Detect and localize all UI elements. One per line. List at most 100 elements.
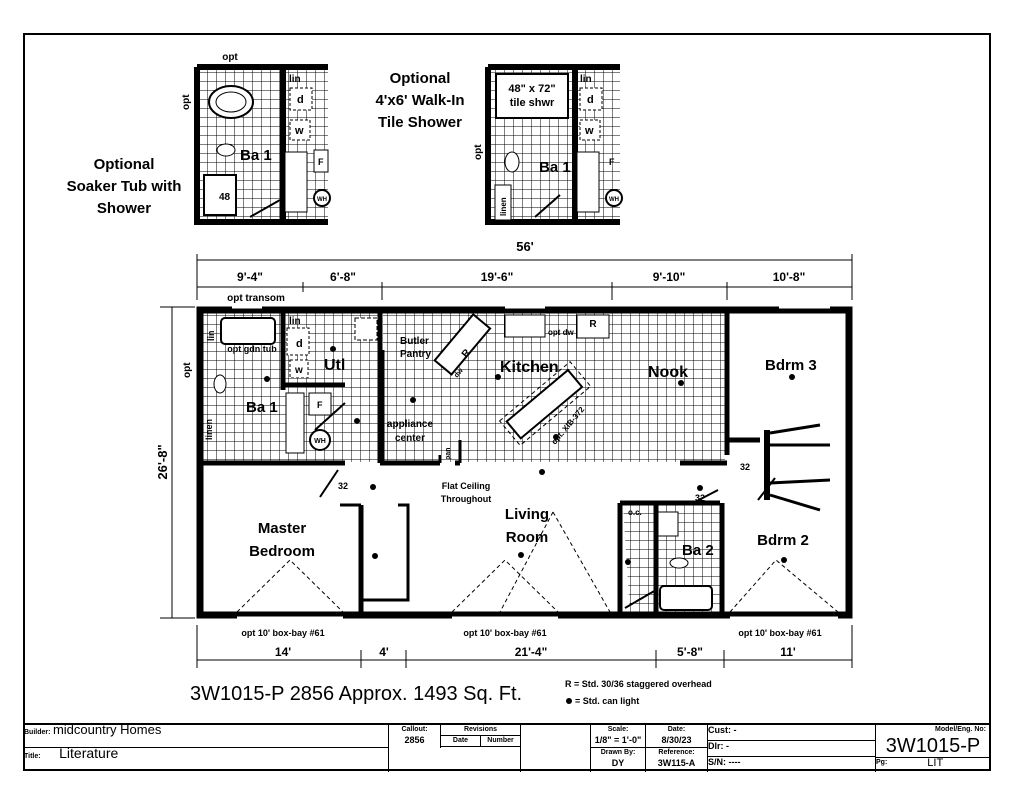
- inset1-lin: lin: [289, 74, 301, 85]
- inset2-bath-label: Ba 1: [539, 159, 571, 176]
- box-bay-bdrm2: opt 10' box-bay #61: [738, 628, 821, 638]
- builder-cell: Builder: midcountry Homes: [24, 723, 389, 748]
- inset2-dryer: d: [587, 94, 594, 106]
- inset-walkin-shower: 48" x 72" tile shwr opt Ba 1 linen lin d…: [375, 64, 623, 225]
- revisions-label: Revisions: [441, 725, 520, 736]
- reference-cell: Reference: 3W115-A: [646, 748, 708, 772]
- inset2-linen: linen: [499, 197, 508, 216]
- sheet-border: [23, 33, 991, 771]
- room-bath2: Ba 2: [682, 542, 714, 559]
- appliance-center-line2: center: [395, 433, 425, 444]
- revisions-blank: [521, 725, 591, 772]
- inset-soaker-tub: opt opt Ba 1 48 lin d w F WH Optional So…: [67, 52, 331, 225]
- model-cell: Model/Eng. No: 3W1015-P Pg:LIT: [876, 725, 990, 772]
- appliance-center-line1: appliance: [387, 419, 434, 430]
- wc-label: o.c.: [628, 508, 642, 517]
- inset1-water-heater: WH: [317, 197, 327, 203]
- linen-label: linen: [204, 419, 214, 440]
- door-width-hall: 32: [338, 481, 348, 491]
- room-bedroom2: Bdrm 2: [757, 532, 809, 549]
- title-block: Builder: midcountry Homes Title: Literat…: [24, 723, 990, 772]
- pantry-label: pan: [445, 448, 452, 460]
- callout-cell: Callout: 2856: [389, 725, 441, 748]
- dealer-value: Dlr: -: [708, 741, 875, 757]
- scale-cell: Scale: 1/8" = 1'-0": [591, 725, 646, 748]
- inset1-furnace: F: [318, 157, 324, 167]
- inset2-title-line1: Optional: [390, 70, 451, 87]
- dim-bottom-1: 14': [275, 645, 291, 659]
- dim-bottom-3: 21'-4": [515, 645, 548, 659]
- opt-dw-label: opt dw: [548, 328, 575, 337]
- inset1-opt-top: opt: [222, 52, 238, 63]
- dim-bottom-2: 4': [379, 645, 389, 659]
- customer-cell: Cust: - Dlr: - S/N: ----: [708, 725, 876, 772]
- refrigerator-label: R: [589, 319, 597, 330]
- dim-top-1: 9'-4": [237, 270, 263, 284]
- reference-value: 3W115-A: [657, 758, 696, 768]
- date-value: 8/30/23: [661, 735, 692, 745]
- ceiling-line1: Flat Ceiling: [442, 481, 491, 491]
- opt-transom-label: opt transom: [227, 293, 285, 304]
- main-floor-plan: opt transom opt gdn tub lin linen opt li…: [182, 293, 853, 638]
- room-kitchen: Kitchen: [500, 359, 559, 376]
- inset2-shower-label: tile shwr: [510, 97, 555, 109]
- date-cell: Date: 8/30/23: [646, 725, 708, 748]
- utl-lin-label: lin: [289, 316, 301, 327]
- page-value: LIT: [927, 757, 944, 769]
- room-utility: Utl: [324, 357, 345, 374]
- inset1-title-line2: Soaker Tub with: [67, 178, 182, 195]
- lin-label: lin: [206, 331, 216, 342]
- dim-bottom-4: 5'-8": [677, 645, 703, 659]
- drawn-by-value: DY: [611, 758, 625, 768]
- dimension-lines: [160, 254, 853, 668]
- inset1-washer: w: [294, 125, 304, 137]
- page-label: Pg:: [876, 759, 888, 766]
- model-title: 3W1015-P 2856 Approx. 1493 Sq. Ft.: [190, 683, 522, 705]
- butler-pantry-line2: Pantry: [400, 349, 432, 360]
- title-label: Title:: [24, 753, 41, 760]
- ceiling-line2: Throughout: [441, 494, 491, 504]
- water-heater-label: WH: [314, 438, 326, 445]
- date-label: Date:: [667, 726, 686, 733]
- inset2-shower-size: 48" x 72": [508, 83, 555, 95]
- inset2-furnace: F: [609, 157, 615, 167]
- washer-label: w: [294, 365, 303, 376]
- title-cell: Title: Literature: [24, 745, 389, 772]
- room-master-line1: Master: [258, 520, 307, 537]
- box-bay-master: opt 10' box-bay #61: [241, 628, 324, 638]
- inset1-bath-label: Ba 1: [240, 147, 272, 164]
- dim-top-3: 19'-6": [481, 270, 514, 284]
- scale-value: 1/8" = 1'-0": [594, 735, 642, 745]
- legend-can-light: = Std. can light: [575, 696, 639, 706]
- inset1-dryer: d: [297, 94, 304, 106]
- dim-top-5: 10'-8": [773, 270, 806, 284]
- can-light-icon: [566, 698, 572, 704]
- dim-top-2: 6'-8": [330, 270, 356, 284]
- callout-value: 2856: [404, 735, 425, 745]
- inset2-title-line2: 4'x6' Walk-In: [375, 92, 464, 109]
- inset2-title-line3: Tile Shower: [378, 114, 462, 131]
- inset2-water-heater: WH: [609, 197, 619, 203]
- room-bedroom3: Bdrm 3: [765, 357, 817, 374]
- box-bay-living: opt 10' box-bay #61: [463, 628, 546, 638]
- door-width-ba2: 32: [695, 493, 705, 503]
- reference-label: Reference:: [658, 749, 695, 756]
- inset1-shower-size: 48: [219, 192, 231, 203]
- revisions-number-col: Number: [487, 737, 514, 744]
- callout-label: Callout:: [401, 726, 428, 733]
- cust-value: Cust: -: [708, 725, 875, 741]
- opt-garden-tub-label: opt gdn tub: [227, 344, 277, 354]
- room-master-line2: Bedroom: [249, 543, 315, 560]
- room-living-line2: Room: [506, 529, 549, 546]
- dim-top-4: 9'-10": [653, 270, 686, 284]
- model-label: Model/Eng. No:: [935, 726, 986, 733]
- drawn-by-cell: Drawn By: DY: [591, 748, 646, 772]
- dim-overall-width: 56': [516, 239, 534, 254]
- dishwasher-label: dw: [453, 367, 465, 379]
- dim-overall-depth: 26'-8": [155, 444, 170, 479]
- title-value: Literature: [59, 745, 119, 761]
- serial-value: S/N: ----: [708, 757, 741, 767]
- builder-label: Builder:: [24, 729, 51, 736]
